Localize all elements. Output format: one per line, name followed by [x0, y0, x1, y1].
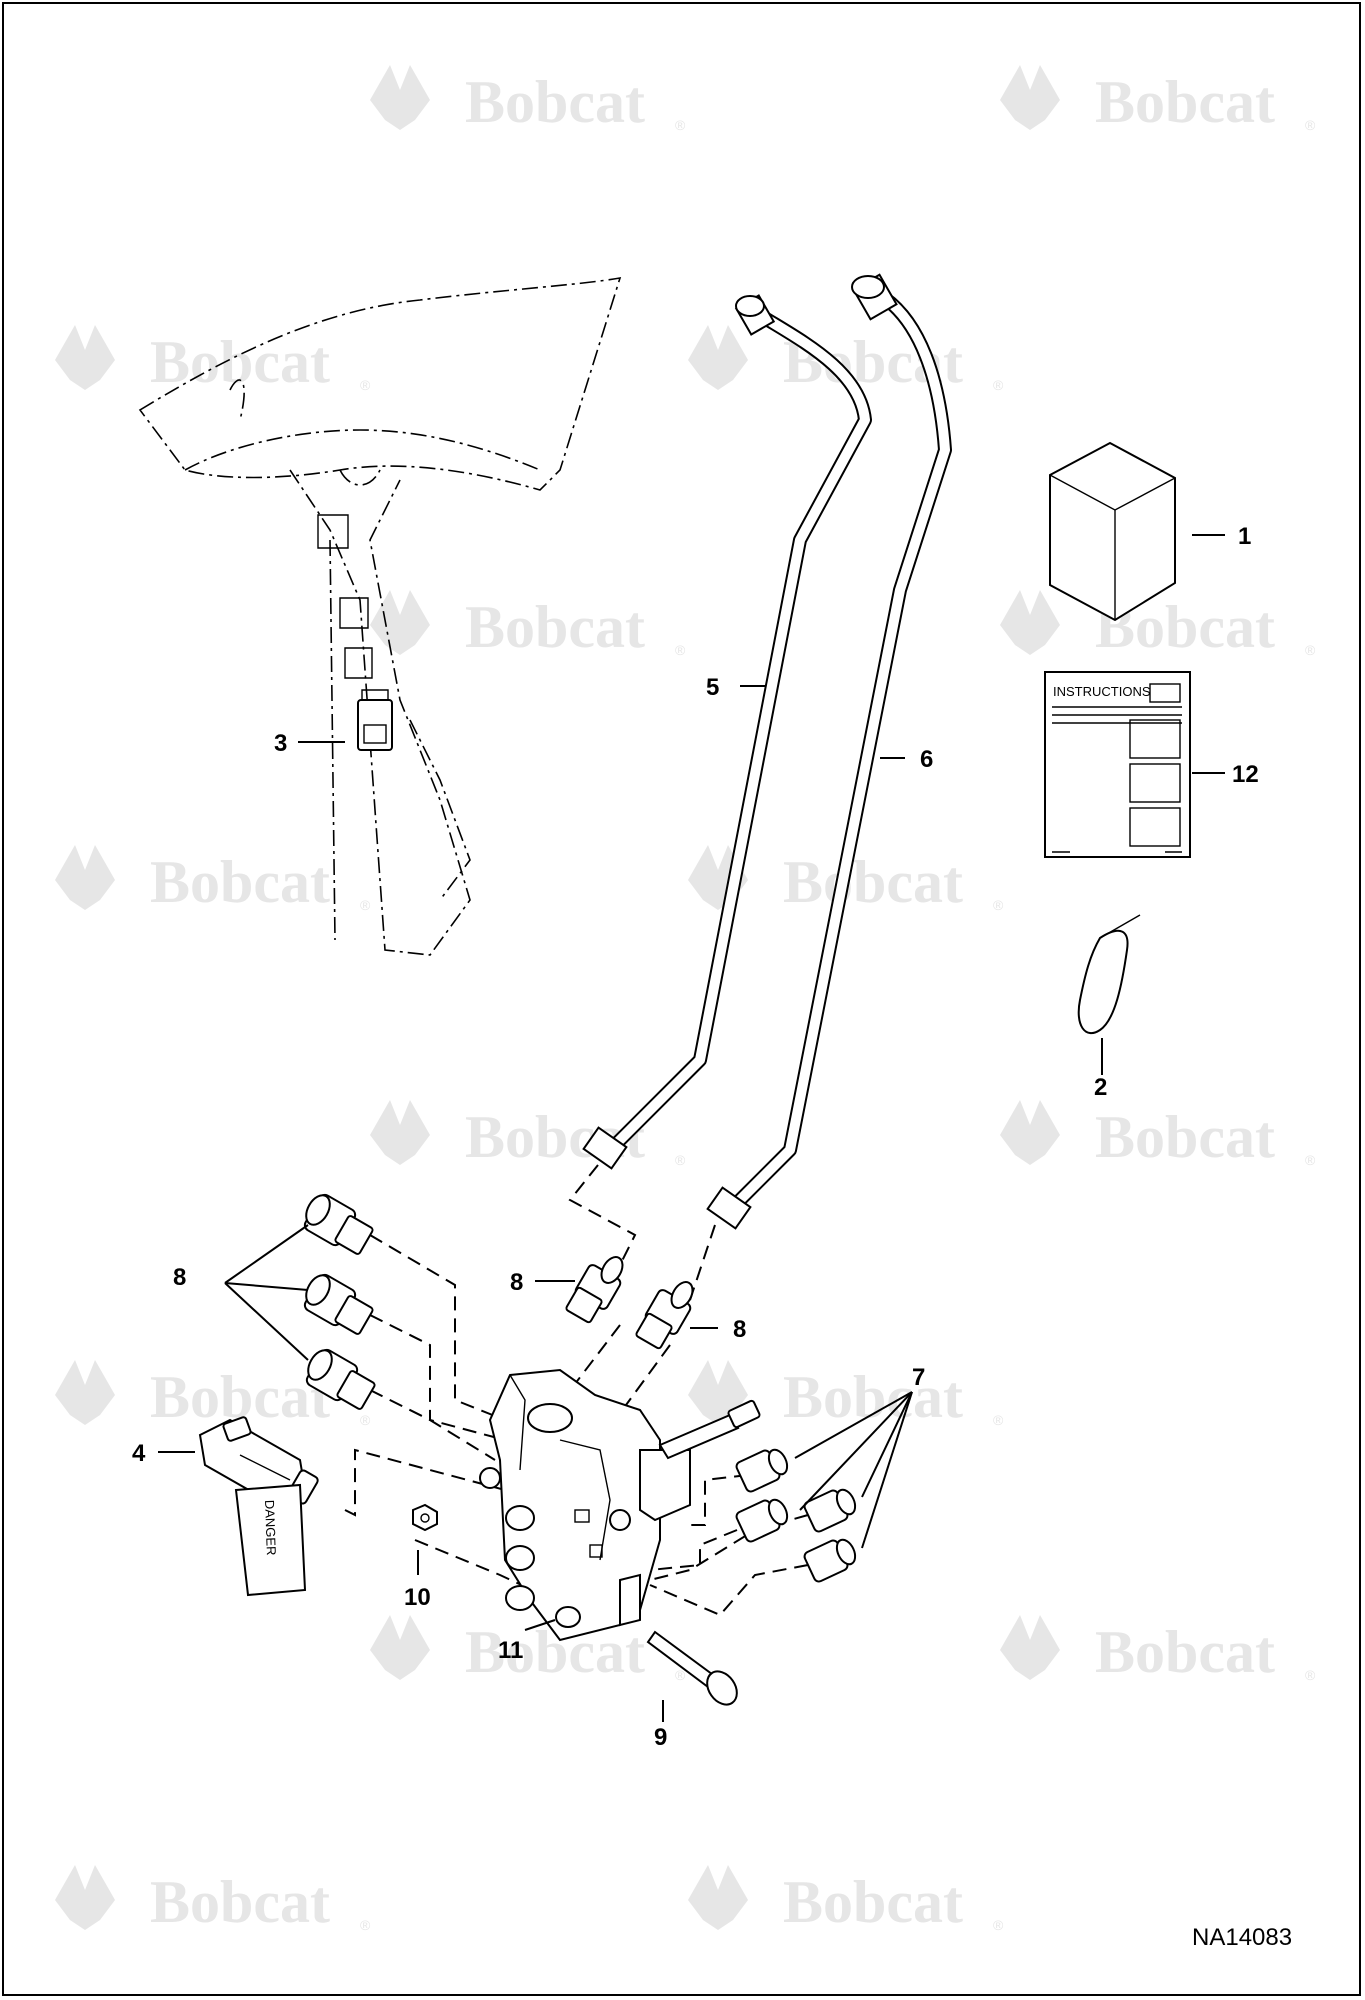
callout-12: 12: [1232, 761, 1259, 788]
valve-body-icon: [479, 1368, 761, 1642]
svg-text:®: ®: [675, 642, 686, 658]
fitting-icon: [635, 1281, 694, 1350]
svg-text:Bobcat: Bobcat: [465, 594, 645, 660]
watermark: Bobcat ®: [1000, 590, 1316, 660]
callout-1: 1: [1238, 523, 1251, 550]
callout-8: 8: [173, 1264, 186, 1291]
svg-text:®: ®: [1305, 117, 1316, 133]
callout-4: 4: [132, 1440, 146, 1467]
svg-text:®: ®: [675, 117, 686, 133]
watermark: Bobcat ®: [370, 65, 686, 135]
callout-9: 9: [654, 1724, 667, 1751]
watermark: Bobcat ®: [55, 325, 371, 395]
cab-pillar-illustration: [138, 276, 622, 956]
fitting-icon: [303, 1273, 374, 1335]
svg-text:Bobcat: Bobcat: [783, 1869, 963, 1935]
fitting-icon: [803, 1488, 857, 1533]
box-icon: [1049, 441, 1176, 622]
watermark: Bobcat ®: [688, 1360, 1004, 1430]
svg-text:®: ®: [675, 1152, 686, 1168]
svg-text:Bobcat: Bobcat: [465, 69, 645, 135]
svg-text:Bobcat: Bobcat: [150, 329, 330, 395]
callout-10: 10: [404, 1584, 431, 1611]
watermark: Bobcat ®: [370, 1100, 686, 1170]
leader-lines: [158, 534, 1225, 1722]
nut-icon: [412, 1503, 438, 1532]
fitting-icon: [305, 1348, 376, 1410]
svg-text:®: ®: [1305, 1667, 1316, 1683]
svg-text:Bobcat: Bobcat: [1095, 69, 1275, 135]
hydraulic-tube-5: [582, 294, 872, 1170]
svg-text:®: ®: [360, 377, 371, 393]
instructions-sheet-icon: INSTRUCTIONS: [1044, 671, 1191, 858]
fitting-icon: [735, 1448, 789, 1493]
watermark: Bobcat ®: [1000, 1615, 1316, 1685]
callout-11: 11: [498, 1637, 523, 1664]
callouts: 1 12 2 3 5 6 8 8 8 4 7 10 11 9: [132, 523, 1259, 1751]
svg-text:Bobcat: Bobcat: [1095, 1619, 1275, 1685]
watermark: Bobcat ®: [1000, 65, 1316, 135]
bolt-icon: [646, 1630, 738, 1706]
svg-text:®: ®: [1305, 642, 1316, 658]
svg-text:DANGER: DANGER: [262, 1500, 279, 1556]
watermark: Bobcat ®: [55, 1865, 371, 1935]
watermark: Bobcat ®: [688, 1865, 1004, 1935]
callout-7: 7: [912, 1364, 925, 1391]
svg-text:INSTRUCTIONS: INSTRUCTIONS: [1053, 684, 1151, 699]
callout-5: 5: [706, 674, 719, 701]
svg-text:Bobcat: Bobcat: [783, 849, 963, 915]
fitting-icon: [735, 1498, 789, 1543]
svg-text:®: ®: [993, 897, 1004, 913]
callout-2: 2: [1094, 1074, 1107, 1101]
svg-text:Bobcat: Bobcat: [783, 1364, 963, 1430]
svg-text:®: ®: [360, 1412, 371, 1428]
svg-text:®: ®: [1305, 1152, 1316, 1168]
svg-text:®: ®: [993, 1917, 1004, 1933]
svg-text:Bobcat: Bobcat: [150, 849, 330, 915]
callout-3: 3: [274, 730, 287, 757]
document-number: NA14083: [1192, 1924, 1292, 1951]
svg-text:®: ®: [360, 897, 371, 913]
watermark: Bobcat ®: [370, 590, 686, 660]
callout-8: 8: [510, 1269, 523, 1296]
fitting-icon: [565, 1256, 624, 1324]
svg-text:®: ®: [993, 377, 1004, 393]
watermark: Bobcat ®: [1000, 1100, 1316, 1170]
svg-text:Bobcat: Bobcat: [1095, 1104, 1275, 1170]
hydraulic-tube-6: [706, 273, 952, 1230]
svg-text:®: ®: [675, 1667, 686, 1683]
svg-text:®: ®: [993, 1412, 1004, 1428]
coupler-icon: DANGER: [198, 1416, 319, 1597]
callout-8: 8: [733, 1316, 746, 1343]
fitting-icon: [303, 1193, 374, 1255]
callout-6: 6: [920, 746, 933, 773]
cable-tie-icon: [1077, 914, 1141, 1035]
watermark: Bobcat ®: [55, 845, 371, 915]
fitting-icon: [803, 1538, 857, 1583]
watermark: Bobcat ®: [370, 1615, 686, 1685]
switch-icon: [357, 689, 393, 751]
svg-text:®: ®: [360, 1917, 371, 1933]
svg-text:Bobcat: Bobcat: [150, 1869, 330, 1935]
